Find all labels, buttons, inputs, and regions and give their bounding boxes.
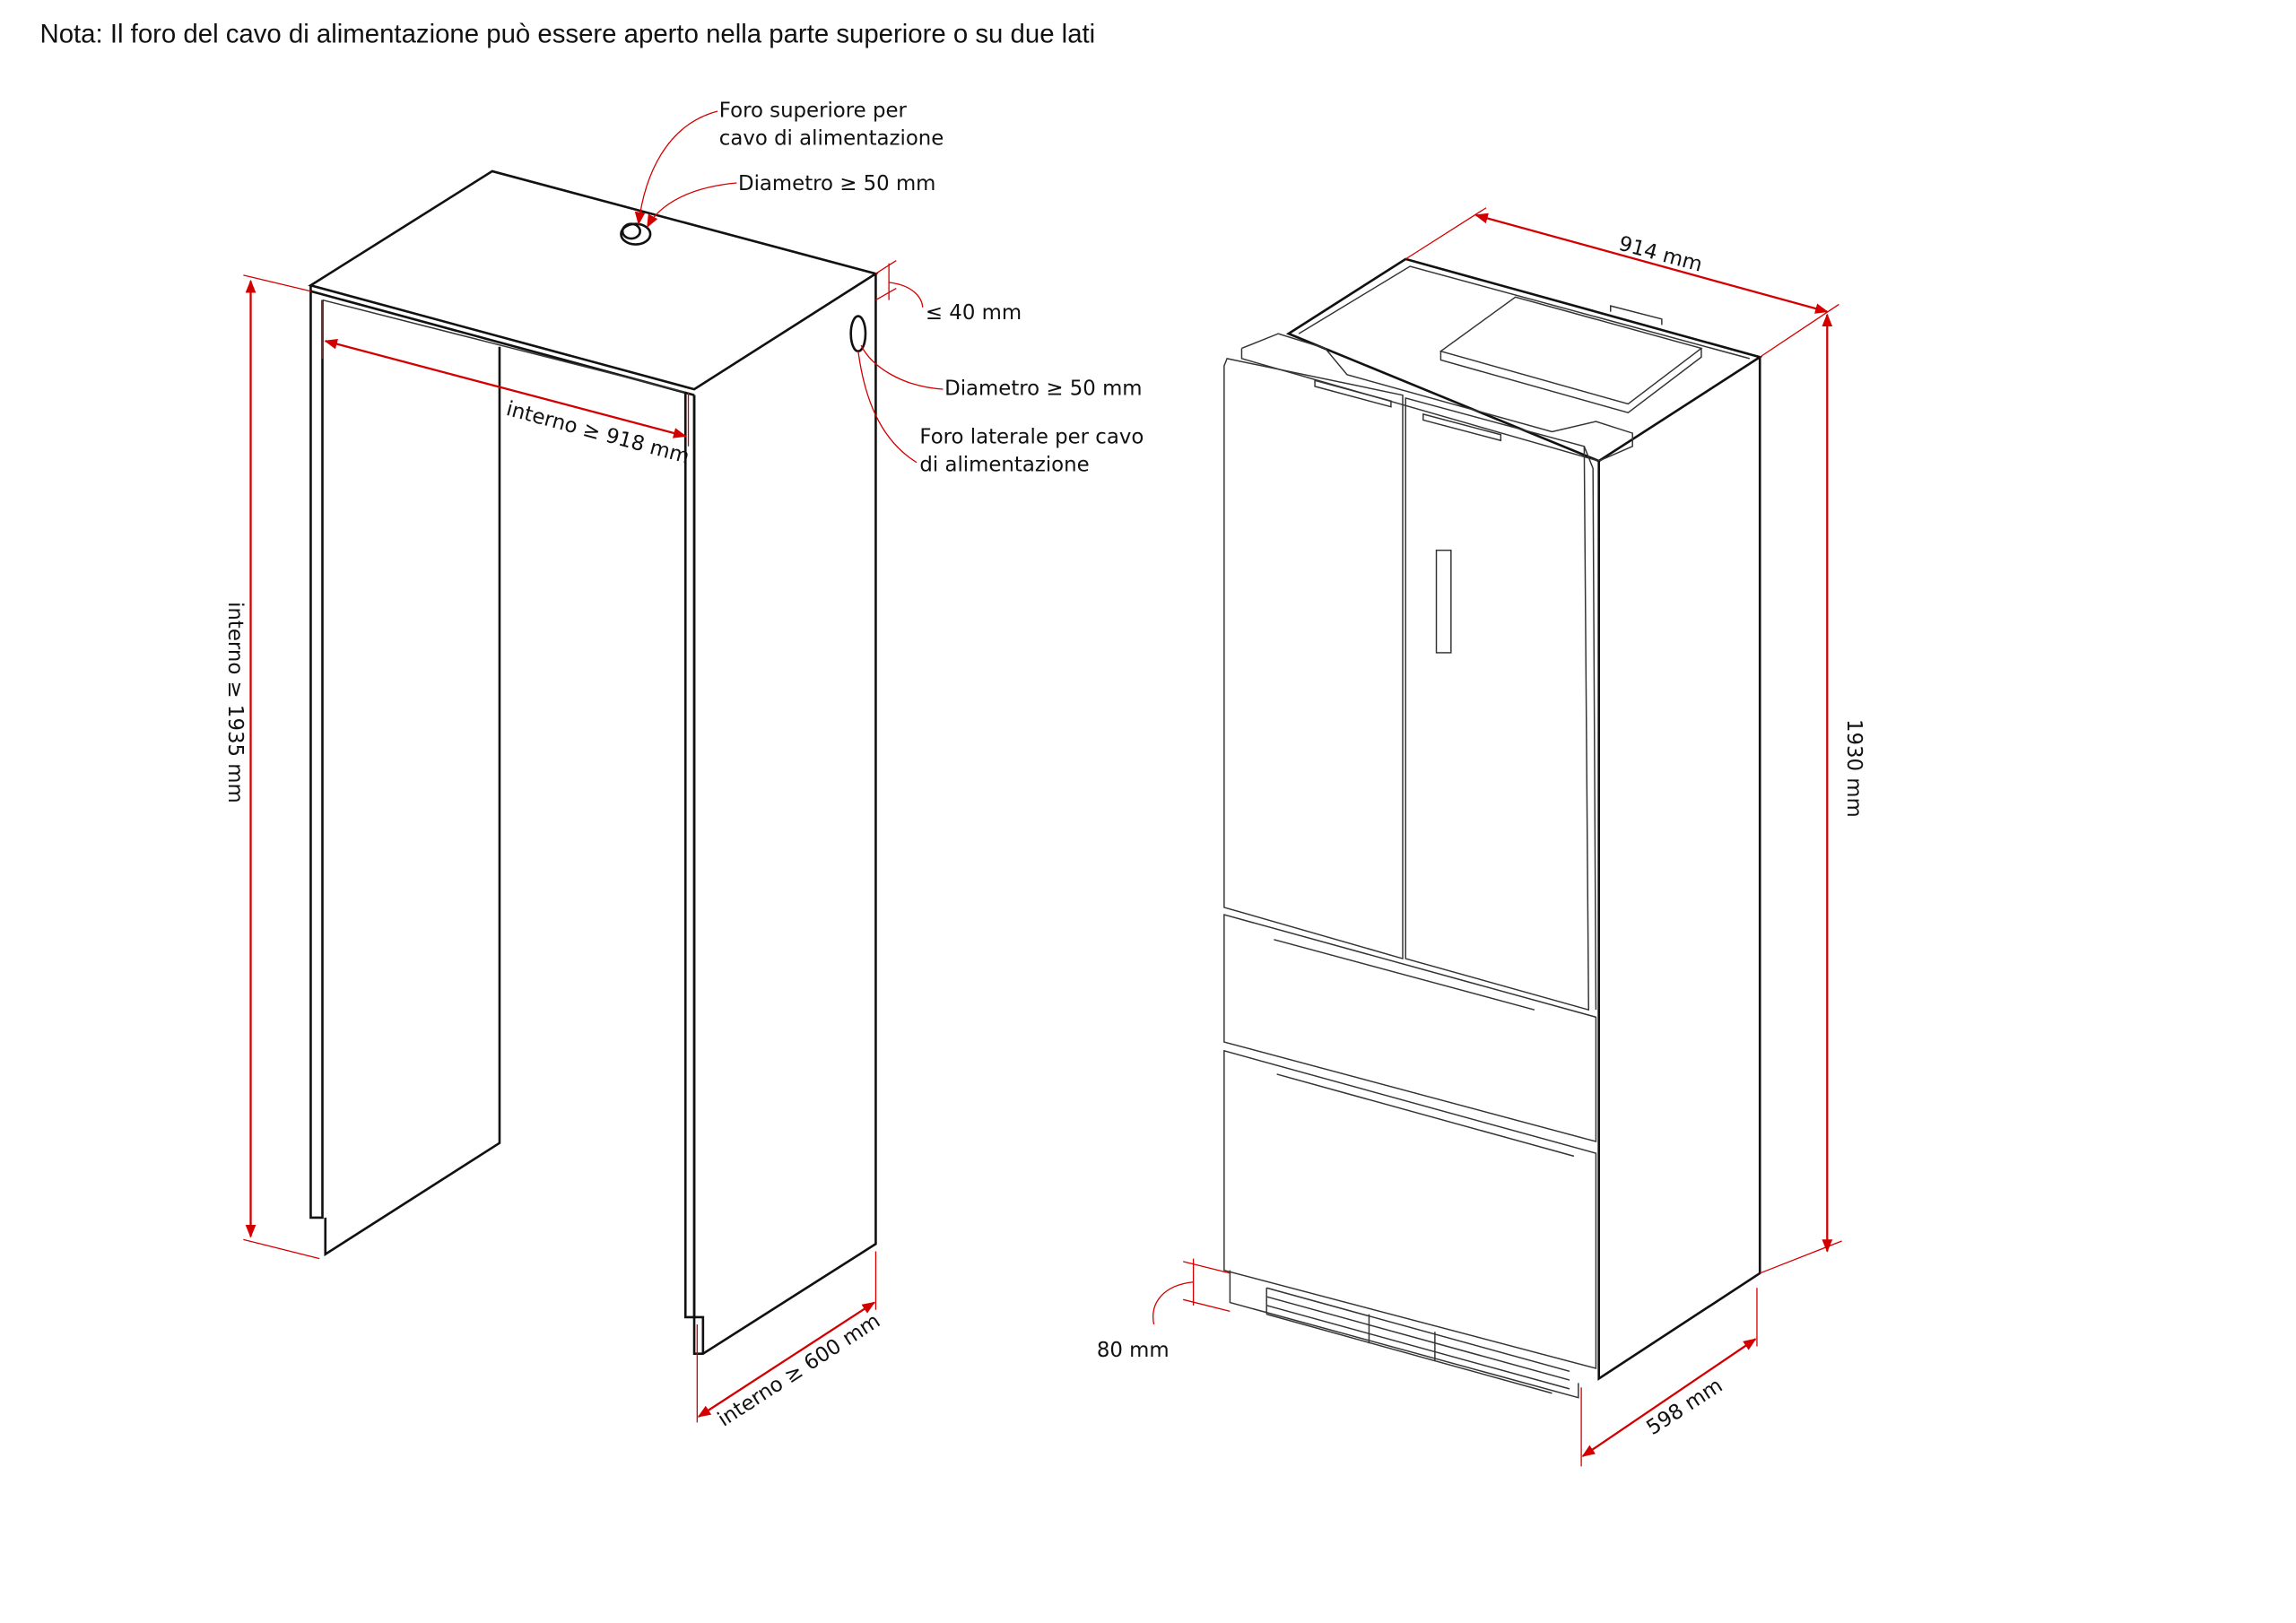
top-hole-label-2: cavo di alimentazione: [719, 127, 944, 151]
fridge-drawer-lower: [1223, 1049, 1597, 1369]
side-hole-label-2: di alimentazione: [919, 454, 1089, 477]
cabinet-right-panel: [683, 392, 696, 1319]
door-handle: [1435, 549, 1452, 654]
base-clearance-label: 80 mm: [1097, 1339, 1170, 1362]
fridge-drawing: [1223, 257, 1763, 1399]
note-text: Nota: Il foro del cavo di alimentazione …: [39, 19, 1095, 48]
ventilation-grille: [1265, 1287, 1570, 1394]
cabinet-depth-label: interno ≥ 600 mm: [714, 1309, 884, 1431]
cabinet-width-label: interno ≥ 918 mm: [504, 397, 692, 469]
width-dimension-line: [324, 338, 687, 438]
side-hole-label-1: Foro laterale per cavo: [919, 426, 1144, 449]
fridge-height-label: 1930 mm: [1842, 719, 1866, 818]
depth-dimension-line: [697, 1301, 876, 1418]
fridge-dimensions: 914 mm 1930 mm 598 mm 80 mm: [1097, 207, 1866, 1467]
top-hole-diameter-label: Diametro ≥ 50 mm: [738, 172, 935, 195]
cabinet-height-label: interno ≥ 1935 mm: [223, 602, 247, 803]
cabinet-left-panel: [309, 285, 324, 1219]
fridge-drawer-upper: [1223, 914, 1597, 1142]
fridge-width-label: 914 mm: [1616, 232, 1705, 277]
side-cable-hole: [849, 315, 867, 353]
top-hole-label-1: Foro superiore per: [719, 100, 908, 123]
fridge-right-door: [1405, 396, 1590, 1011]
side-hole-offset-label: ≤ 40 mm: [926, 301, 1022, 325]
side-hole-diameter-label: Diametro ≥ 50 mm: [944, 378, 1142, 401]
cabinet-top-face: [308, 169, 879, 391]
fridge-side: [1597, 357, 1761, 1381]
cabinet-drawing: [308, 169, 879, 1355]
fridge-left-door: [1223, 358, 1404, 960]
